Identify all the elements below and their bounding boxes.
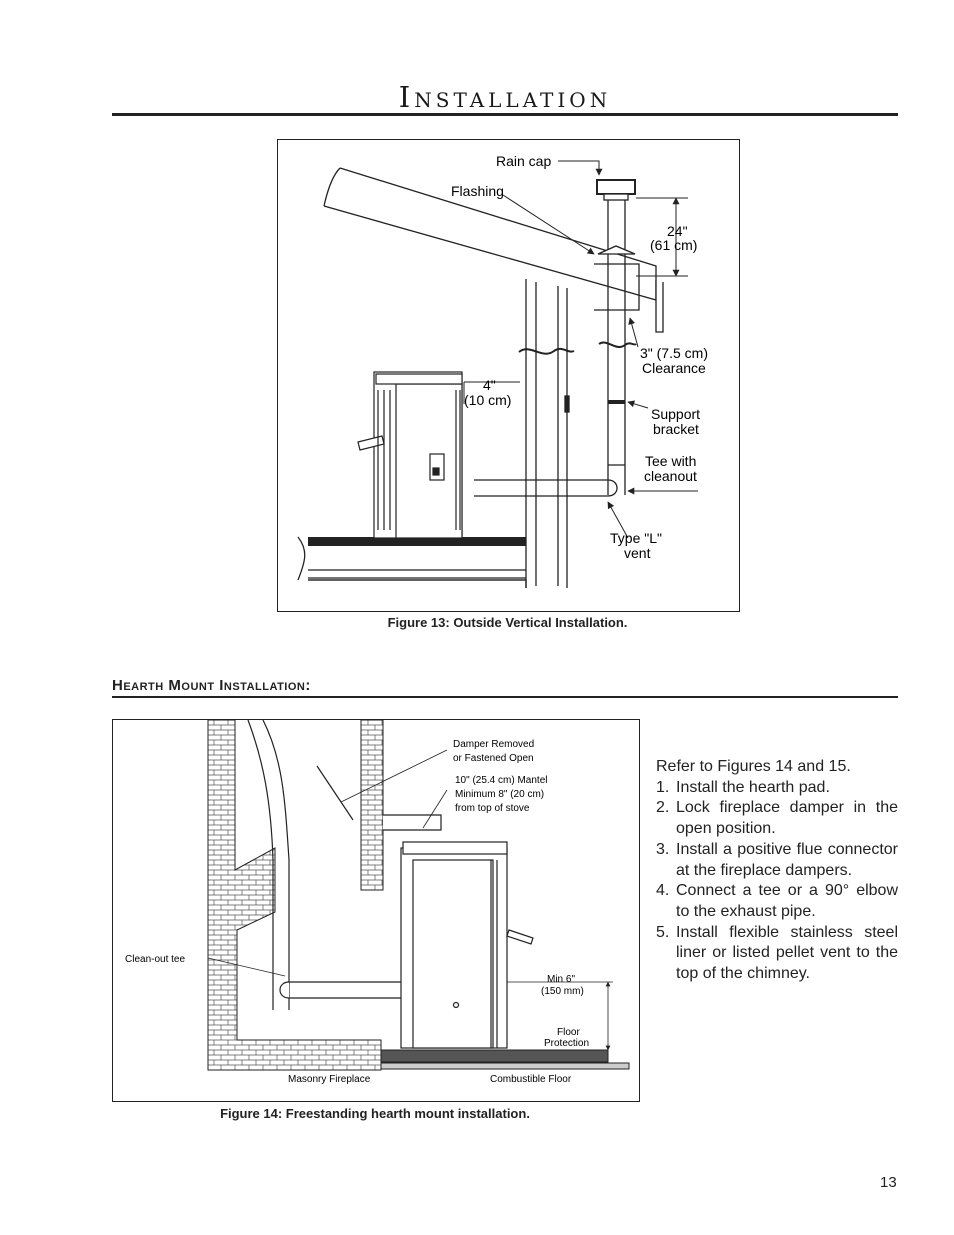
label-height-in: 24" <box>667 223 688 239</box>
step-item: 4. Connect a tee or a 90° elbow to the ex… <box>656 881 898 922</box>
label-min-1: Min 6" <box>547 974 575 985</box>
step-text: Install the hearth pad. <box>676 778 830 796</box>
step-text: Install flexible stainless steel liner o… <box>676 923 898 983</box>
label-height-cm: (61 cm) <box>650 237 697 253</box>
label-clearance-word: Clearance <box>642 360 706 376</box>
figure-13-outside-vertical: Rain cap Flashing 24" (61 cm) 3" (7.5 cm… <box>277 139 740 612</box>
step-number: 1. <box>656 778 670 796</box>
roof-break <box>323 167 341 207</box>
label-support-2: bracket <box>653 421 699 437</box>
section-heading: Hearth Mount Installation: <box>112 677 311 694</box>
label-damper-2: or Fastened Open <box>453 753 534 764</box>
floor-protection-pad <box>380 1049 609 1063</box>
step-number: 3. <box>656 840 670 858</box>
label-mantel-2: Minimum 8" (20 cm) <box>455 789 544 800</box>
steps-list: 1. Install the hearth pad. 2. Lock firepla… <box>656 778 898 985</box>
title-rule <box>112 113 898 116</box>
instructions-intro: Refer to Figures 14 and 15. <box>656 758 851 775</box>
label-tee-1: Tee with <box>645 453 696 469</box>
instruction-steps: Refer to Figures 14 and 15. 1. Install th… <box>656 757 898 985</box>
label-support-1: Support <box>651 406 700 422</box>
label-tee-2: cleanout <box>644 468 697 484</box>
label-wall-gap-cm: (10 cm) <box>464 392 511 408</box>
figure-13-drawing: Rain cap Flashing 24" (61 cm) 3" (7.5 cm… <box>297 153 708 588</box>
figure-13-caption: Figure 13: Outside Vertical Installation… <box>387 615 628 630</box>
section-rule <box>112 696 898 698</box>
label-min-2: (150 mm) <box>541 986 584 997</box>
masonry-fireplace <box>207 719 382 1071</box>
figure-14-hearth-mount: Damper Removed or Fastened Open 10" (25.… <box>112 719 640 1102</box>
label-floor-1: Floor <box>557 1027 580 1038</box>
step-item: 3. Install a positive flue connector at t… <box>656 840 898 881</box>
step-item: 5. Install flexible stainless steel liner… <box>656 923 898 985</box>
damper <box>316 765 354 821</box>
label-floor-2: Protection <box>544 1038 589 1049</box>
hearth-pad <box>308 537 526 546</box>
step-item: 2. Lock fireplace damper in the open posi… <box>656 798 898 839</box>
step-text: Lock fireplace damper in the open positi… <box>676 799 898 838</box>
label-masonry: Masonry Fireplace <box>288 1074 371 1085</box>
label-clearance-in: 3" (7.5 cm) <box>640 345 708 361</box>
label-combustible: Combustible Floor <box>490 1074 572 1085</box>
page-number: 13 <box>880 1174 897 1191</box>
step-number: 2. <box>656 799 670 817</box>
label-mantel-3: from top of stove <box>455 803 530 814</box>
label-vent-2: vent <box>624 545 651 561</box>
step-number: 5. <box>656 923 670 941</box>
step-text: Connect a tee or a 90° elbow to the exha… <box>676 882 898 920</box>
label-rain-cap: Rain cap <box>496 153 551 169</box>
label-damper-1: Damper Removed <box>453 739 534 750</box>
step-number: 4. <box>656 882 670 900</box>
label-vent-1: Type "L" <box>610 530 662 546</box>
step-item: 1. Install the hearth pad. <box>656 778 898 799</box>
label-flashing: Flashing <box>451 183 504 199</box>
label-cleanout: Clean-out tee <box>125 954 185 965</box>
pellet-stove <box>357 371 463 539</box>
label-wall-gap-in: 4" <box>483 377 496 393</box>
page-title: Installation <box>398 80 612 114</box>
figure-14-drawing: Damper Removed or Fastened Open 10" (25.… <box>125 719 630 1085</box>
hearth-stove <box>400 841 534 1049</box>
chimney-front-wall <box>360 719 384 891</box>
step-text: Install a positive flue connector at the… <box>676 840 898 879</box>
figure-14-caption: Figure 14: Freestanding hearth mount ins… <box>220 1106 530 1121</box>
flexible-liner <box>262 719 290 1010</box>
label-mantel-1: 10" (25.4 cm) Mantel <box>455 775 547 786</box>
